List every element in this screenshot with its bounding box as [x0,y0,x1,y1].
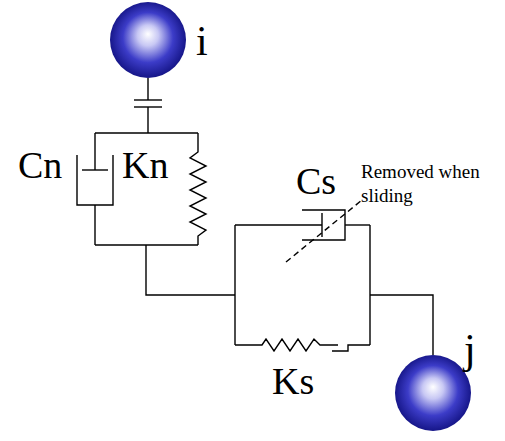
gap-plate [134,99,162,100]
spring-symbol [235,339,338,351]
dashpot-symbol [77,133,113,245]
removal-slash [286,200,362,262]
spring-symbol [190,133,206,245]
particle-sphere [110,2,186,78]
dashpot-symbol [235,210,370,240]
particle-label: j [464,328,476,370]
damper-label: Cn [18,146,62,184]
spring-label: Kn [122,146,168,184]
particle-label: i [196,20,208,62]
particle-sphere [395,355,471,431]
spring-label: Ks [272,362,314,400]
damper-label: Cs [296,162,336,200]
note-text: Removed when sliding [361,160,501,208]
slider-symbol [332,345,370,351]
